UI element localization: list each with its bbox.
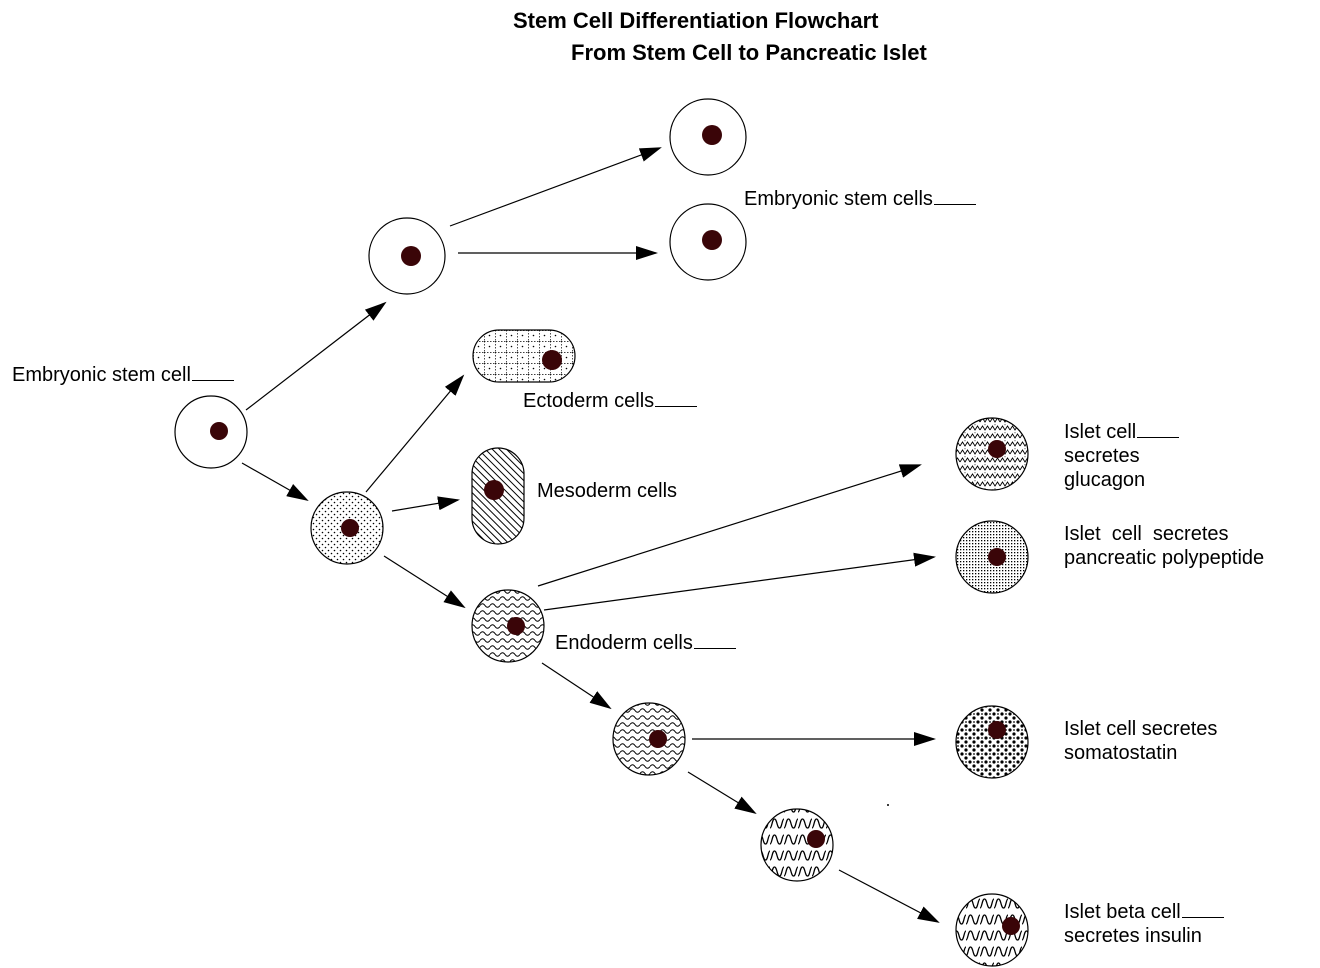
label-embryonic-stem-cell: Embryonic stem cell <box>12 363 234 387</box>
label-endoderm-cells: Endoderm cells <box>555 631 736 655</box>
beta-precursor-cell <box>760 808 834 882</box>
label-ectoderm-cells: Ectoderm cells <box>523 389 698 413</box>
arrow-endoderm-to-glucagon <box>537 464 922 587</box>
diagram-subtitle: From Stem Cell to Pancreatic Islet <box>571 40 927 65</box>
arrows <box>241 147 940 923</box>
label-text: Embryonic stem cells <box>744 188 933 210</box>
label-islet-somatostatin: Islet cell secretes somatostatin <box>1064 717 1217 765</box>
label-text: pancreatic polypeptide <box>1064 547 1265 569</box>
embryonic-stem-cell-lower <box>669 203 747 281</box>
label-text: Mesoderm cells <box>537 480 678 502</box>
arrow-progenitor-to-endoderm <box>383 555 466 609</box>
label-text: Islet cell <box>1064 421 1137 443</box>
label-text: Ectoderm cells <box>523 390 655 412</box>
embryonic-stem-cell <box>174 395 248 469</box>
answer-blank <box>693 646 736 649</box>
label-text: somatostatin <box>1064 742 1178 764</box>
dividing-stem-cell <box>368 217 446 295</box>
arrow-progenitor-to-mesoderm <box>391 496 460 512</box>
label-mesoderm-cells: Mesoderm cells <box>537 479 677 503</box>
stray-dot <box>887 804 889 806</box>
arrow-progenitor-to-ectoderm <box>365 374 465 493</box>
progenitor-cell <box>310 491 384 565</box>
label-islet-beta: Islet beta cell secretes insulin <box>1064 900 1224 948</box>
label-text: Islet cell secretes <box>1064 523 1229 545</box>
answer-blank <box>1181 915 1224 918</box>
arrow-endoderm-to-polypeptide <box>543 552 936 611</box>
islet-beta-cell <box>955 893 1029 967</box>
label-text: Islet beta cell <box>1064 901 1181 923</box>
islet-polypeptide-cell <box>955 520 1029 594</box>
label-text: secretes <box>1064 445 1140 467</box>
embryonic-stem-cell-upper <box>669 98 747 176</box>
pancreatic-precursor-cell <box>612 702 686 776</box>
answer-blank <box>933 202 976 205</box>
label-text: Endoderm cells <box>555 632 693 654</box>
diagram-title: Stem Cell Differentiation Flowchart <box>513 8 879 33</box>
islet-somatostatin-cell <box>955 705 1029 779</box>
label-text: secretes insulin <box>1064 925 1202 947</box>
arrow-beta-precursor-to-insulin <box>838 869 940 923</box>
endoderm-cell <box>471 589 545 663</box>
label-text: Embryonic stem cell <box>12 364 191 386</box>
arrow-endoderm-to-precursor <box>541 662 612 710</box>
label-islet-glucagon: Islet cell secretes glucagon <box>1064 420 1180 492</box>
arrow-stem-to-progenitor <box>241 462 309 501</box>
label-text: glucagon <box>1064 469 1146 491</box>
arrow-stem-to-stem-top <box>245 301 387 411</box>
label-text: Islet cell secretes <box>1064 718 1218 740</box>
answer-blank <box>1137 435 1180 438</box>
ectoderm-cell <box>472 329 576 383</box>
islet-glucagon-cell <box>955 417 1029 491</box>
answer-blank <box>655 404 698 407</box>
label-islet-polypeptide: Islet cell secretes pancreatic polypepti… <box>1064 522 1264 570</box>
mesoderm-cell <box>471 447 525 545</box>
arrow-precursor-to-beta-precursor <box>687 771 757 815</box>
answer-blank <box>191 378 234 381</box>
label-embryonic-stem-cells: Embryonic stem cells <box>744 187 976 211</box>
arrow-stem-top-to-upper <box>449 147 662 227</box>
